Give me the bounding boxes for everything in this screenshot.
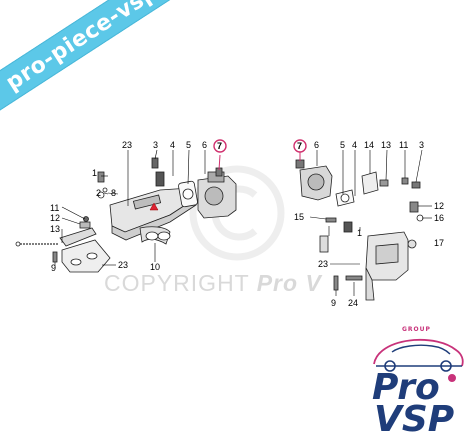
label-3-left: 3 xyxy=(153,140,158,150)
left-labels: 23 3 4 5 6 7 1 2 8 11 12 13 9 23 10 xyxy=(50,139,227,273)
label-4-right: 4 xyxy=(352,140,357,150)
label-23b-left: 23 xyxy=(118,260,128,270)
logo-vsp-text: VSP xyxy=(374,399,455,440)
copyright-text: COPYRIGHT xyxy=(104,270,250,296)
right-leader-lines xyxy=(299,149,432,296)
label-12-left: 12 xyxy=(50,213,60,223)
label-24-right: 24 xyxy=(348,298,358,308)
label-5-left: 5 xyxy=(186,140,191,150)
label-15-right: 15 xyxy=(294,212,304,222)
logo-pro-text: Pro xyxy=(372,367,440,408)
label-2-left: 2 xyxy=(96,188,101,198)
provsp-logo: GROUP Pro VSP xyxy=(366,326,470,440)
car-outline-icon xyxy=(373,338,464,372)
label-1-left: 1 xyxy=(92,168,97,178)
right-assembly xyxy=(295,159,424,301)
logo-group-text: GROUP xyxy=(402,326,431,333)
label-10-left: 10 xyxy=(150,262,160,272)
label-7-right: 7 xyxy=(297,141,302,151)
label-16-right: 16 xyxy=(434,213,444,223)
label-14-right: 14 xyxy=(364,140,374,150)
label-13-right: 13 xyxy=(381,140,391,150)
highlight-ring-7-right xyxy=(293,139,307,153)
label-17-right: 17 xyxy=(434,238,444,248)
label-4-left: 4 xyxy=(170,140,175,150)
label-13-left: 13 xyxy=(50,224,60,234)
label-23-right: 23 xyxy=(318,259,328,269)
copyright-watermark: COPYRIGHT Pro V xyxy=(104,270,322,297)
label-7-left: 7 xyxy=(217,141,222,151)
right-labels: 7 6 5 4 14 13 11 3 12 16 15 17 1 23 9 24 xyxy=(293,139,444,308)
copyright-brand: Pro V xyxy=(256,270,322,296)
label-3-right: 3 xyxy=(419,140,424,150)
label-6-right: 6 xyxy=(314,140,319,150)
highlight-ring-7-left xyxy=(213,139,227,153)
label-5-right: 5 xyxy=(340,140,345,150)
left-assembly xyxy=(15,157,237,273)
label-23-left: 23 xyxy=(122,140,132,150)
label-12-right: 12 xyxy=(434,201,444,211)
label-1-right: 1 xyxy=(357,228,362,238)
logo-accent-dot-icon xyxy=(446,372,458,384)
label-9-left: 9 xyxy=(51,263,56,273)
label-11-right: 11 xyxy=(399,140,408,150)
label-11-left: 11 xyxy=(50,203,59,213)
label-9-right: 9 xyxy=(331,298,336,308)
label-6-left: 6 xyxy=(202,140,207,150)
left-leader-lines xyxy=(54,149,221,266)
label-8-left: 8 xyxy=(111,188,116,198)
